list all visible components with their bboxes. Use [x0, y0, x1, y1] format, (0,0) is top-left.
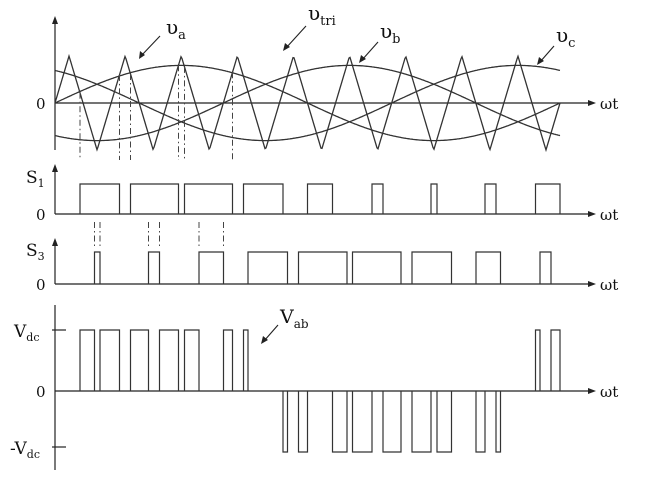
vab-positive-pulse [222, 329, 234, 391]
label-omega-t-vab: ωt [600, 383, 618, 401]
label-vb: υb [380, 19, 401, 47]
vab-positive-pulse [129, 329, 150, 391]
vtri-pointer-head [283, 43, 290, 51]
reference-vc-wave [54, 64, 561, 142]
va-pointer [140, 35, 161, 57]
vab-positive-pulse [534, 329, 541, 391]
vab-negative-pulse [382, 391, 402, 453]
s1-pulse [430, 183, 438, 214]
s1-x-arrow [588, 211, 596, 217]
label-vdc: Vdc [13, 322, 39, 344]
label-zero-s1: 0 [36, 206, 46, 224]
vab-positive-pulse [158, 329, 180, 391]
vab-positive-pulse [183, 329, 200, 391]
vab-positive-pulse [242, 329, 249, 391]
vab-pointer-head [261, 336, 268, 344]
vc-pointer [539, 45, 555, 63]
vab-negative-pulse [436, 391, 453, 453]
label-s3: S3 [26, 241, 45, 263]
vab-positive-pulse [550, 329, 561, 391]
s1-pulse [183, 183, 234, 214]
label-neg-vdc: -Vdc [10, 439, 40, 461]
s1-y-arrow [52, 164, 58, 172]
vtri-pointer [285, 25, 307, 49]
s3-pulse [539, 251, 552, 284]
vab-x-arrow [588, 388, 596, 394]
reference-va-wave [54, 64, 561, 142]
s3-pulse [411, 251, 453, 284]
label-omega-t-s3: ωt [600, 276, 618, 294]
vb-pointer-head [359, 55, 366, 63]
s1-pulse [79, 183, 121, 214]
top-y-arrow [52, 16, 58, 24]
label-va: υa [166, 15, 186, 43]
top-x-arrow [588, 100, 596, 106]
s1-pulse [306, 183, 334, 214]
s3-pulse [297, 251, 348, 284]
label-s1: S1 [26, 168, 45, 190]
s3-y-arrow [52, 238, 58, 246]
vab-negative-pulse [495, 391, 502, 453]
s1-pulse [371, 183, 384, 214]
label-zero-s3: 0 [36, 276, 46, 294]
label-omega-t-s1: ωt [600, 206, 618, 224]
s3-pulse [198, 251, 225, 284]
vab-negative-pulse [351, 391, 373, 453]
s3-pulse [247, 251, 289, 284]
s1-pulse [242, 183, 284, 214]
vab-positive-pulse [99, 329, 121, 391]
vab-negative-pulse [297, 391, 309, 453]
va-pointer-head [139, 51, 145, 59]
s3-x-arrow [588, 281, 596, 287]
vab-negative-pulse [411, 391, 432, 453]
s3-pulse [351, 251, 402, 284]
label-vab: Vab [279, 306, 309, 331]
label-vtri: υtri [308, 1, 336, 29]
s3-pulse [147, 251, 161, 284]
s1-pulse [129, 183, 180, 214]
vab-pointer [263, 324, 279, 342]
label-vc: υc [556, 23, 575, 51]
reference-vb-wave [54, 64, 561, 142]
vc-pointer-head [537, 57, 544, 65]
vb-pointer [361, 41, 379, 61]
vab-negative-pulse [475, 391, 486, 453]
label-zero-top: 0 [36, 95, 46, 113]
vab-positive-pulse [79, 329, 96, 391]
s3-pulse [93, 251, 101, 284]
vab-negative-pulse [331, 391, 348, 453]
label-zero-vab: 0 [36, 383, 46, 401]
label-omega-t-top: ωt [600, 95, 618, 113]
vab-negative-pulse [282, 391, 289, 453]
s1-pulse [534, 183, 561, 214]
s3-pulse [475, 251, 502, 284]
s1-pulse [484, 183, 497, 214]
